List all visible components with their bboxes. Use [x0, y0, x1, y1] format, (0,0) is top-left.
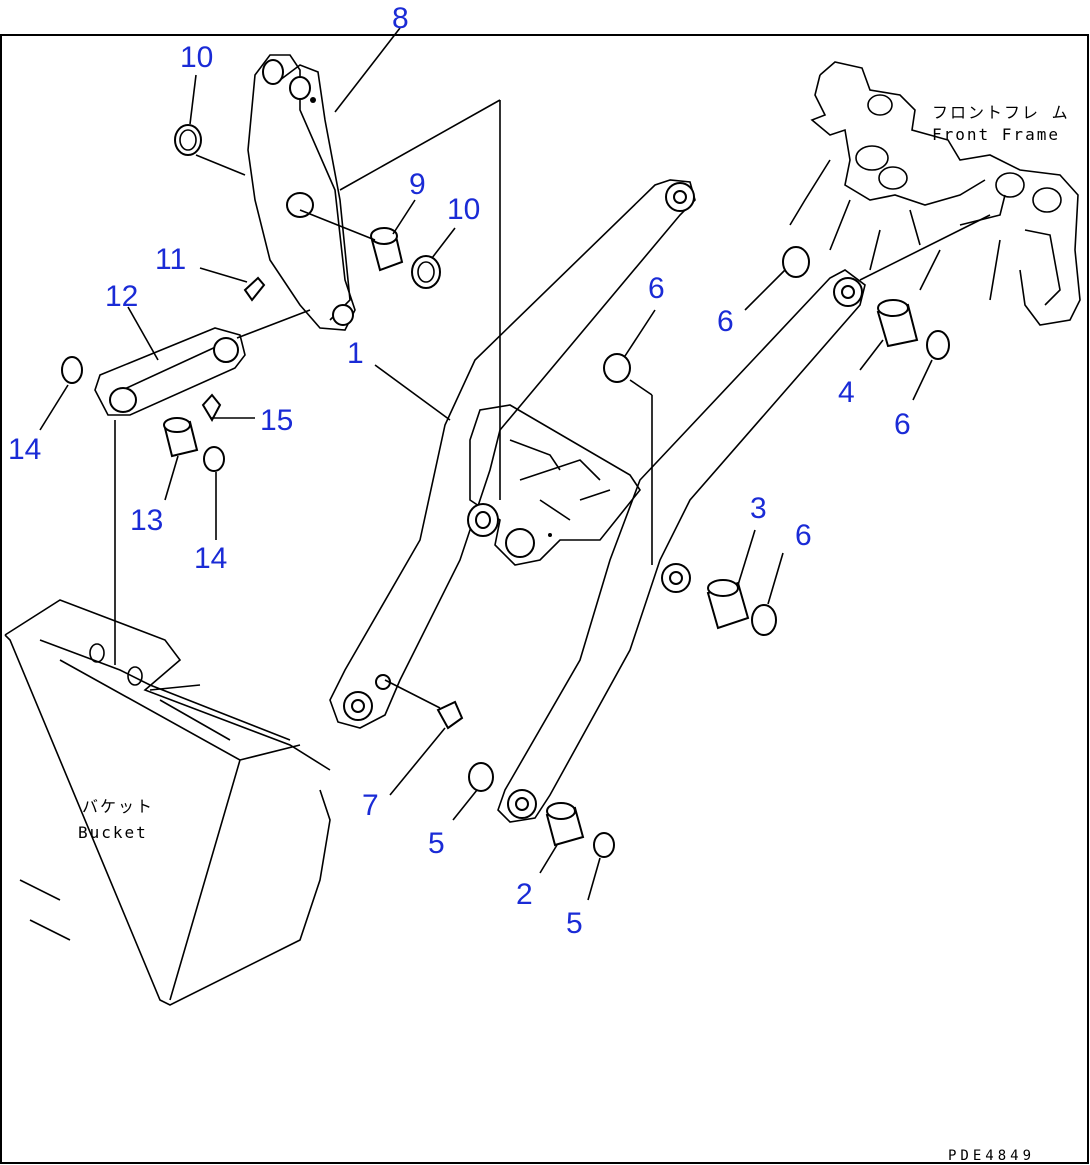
seal-5-a [468, 762, 494, 792]
bell-crank [247, 54, 356, 331]
callout-6-d: 6 [795, 519, 812, 552]
seal-14-lower [203, 446, 225, 472]
callout-2: 2 [516, 878, 533, 911]
callout-4: 4 [838, 376, 855, 409]
callout-10-upper: 10 [180, 41, 213, 74]
small-parts [61, 124, 950, 858]
seal-6-a [782, 246, 810, 278]
callout-5-b: 5 [566, 907, 583, 940]
callout-14-left: 14 [8, 433, 41, 466]
bucket-label-en: Bucket [78, 823, 148, 842]
callout-11: 11 [155, 243, 186, 276]
callout-7: 7 [362, 789, 379, 822]
callout-numbers: 8 10 9 10 11 12 1 15 14 13 14 6 6 4 6 3 … [8, 2, 911, 940]
seal-10-lower [411, 255, 441, 289]
callout-12: 12 [105, 280, 138, 313]
grease-fitting-7 [436, 700, 464, 730]
bucket-drawing [4, 599, 331, 1006]
front-frame-label-en: Front Frame [932, 125, 1060, 144]
callout-5-a: 5 [428, 827, 445, 860]
leader-lines [39, 27, 991, 901]
callout-1: 1 [347, 337, 364, 370]
bucket-label-jp: バケット [82, 797, 154, 816]
seal-5-b [593, 832, 615, 858]
annotations: フロントフレ ム Front Frame バケット Bucket PDE4849 [78, 103, 1070, 1164]
cross-tube [467, 404, 641, 566]
drawing-code: PDE4849 [948, 1148, 1035, 1164]
front-frame-label-jp: フロントフレ ム [932, 103, 1070, 122]
callout-14-lower: 14 [194, 542, 227, 575]
seal-6-c [926, 330, 950, 360]
callout-15: 15 [260, 404, 293, 437]
callout-6-a: 6 [648, 272, 665, 305]
callout-9: 9 [409, 168, 426, 201]
callout-8: 8 [392, 2, 409, 35]
lift-arm-right [497, 269, 866, 823]
callout-13: 13 [130, 504, 163, 537]
link [94, 327, 246, 416]
callout-6-c: 6 [894, 408, 911, 441]
seal-6-d [751, 604, 777, 636]
frame-border [0, 34, 1089, 1164]
seal-14-left [61, 356, 83, 384]
grease-fitting-11 [243, 276, 266, 302]
grease-fitting-15 [201, 393, 222, 423]
seal-10-upper [174, 124, 202, 156]
front-frame-drawing [789, 61, 1081, 326]
callout-6-b: 6 [717, 305, 734, 338]
callout-10-lower: 10 [447, 193, 480, 226]
seal-6-b [603, 353, 631, 383]
lift-arm-left [329, 179, 696, 729]
callout-3: 3 [750, 492, 767, 525]
